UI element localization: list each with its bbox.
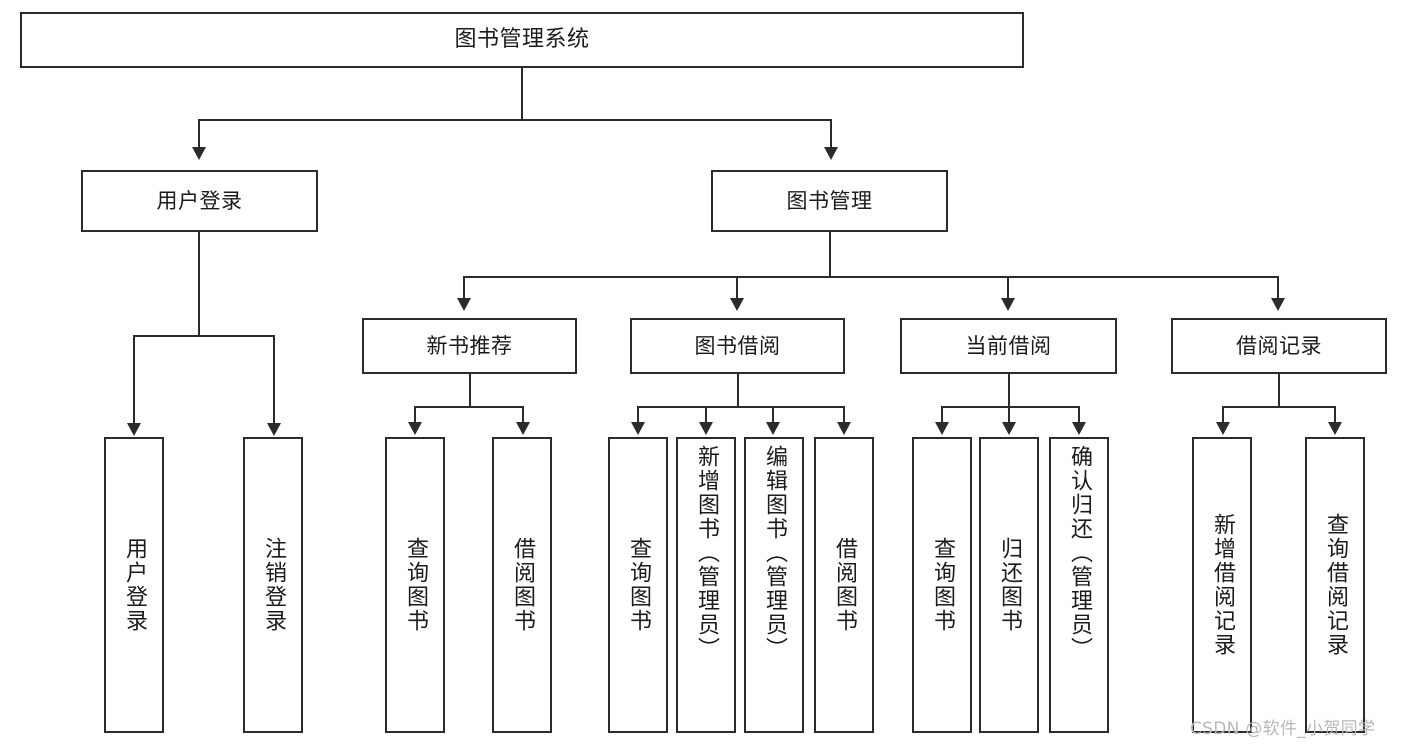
node-current-borrow[interactable]: 当前借阅 bbox=[900, 318, 1117, 374]
node-label: 图书借阅 bbox=[694, 333, 781, 358]
node-label: 借阅记录 bbox=[1236, 333, 1322, 358]
node-label: 确认归还（管理员） bbox=[1066, 445, 1092, 661]
node-leaf-query-book-1[interactable]: 查询图书 bbox=[385, 437, 445, 733]
node-leaf-add-borrow-record[interactable]: 新增借阅记录 bbox=[1192, 437, 1252, 733]
arrow-cb-to-leaf-2 bbox=[1002, 422, 1016, 435]
connector-bb-to-leaf-1 bbox=[637, 406, 639, 424]
node-leaf-borrow-book-1[interactable]: 借阅图书 bbox=[492, 437, 552, 733]
connector-new-book-bus bbox=[414, 406, 524, 408]
connector-borrow-record-bus bbox=[1222, 406, 1336, 408]
node-label: 归还图书 bbox=[996, 537, 1022, 633]
csdn-watermark: CSDN @软件_小贺同学 bbox=[1190, 719, 1376, 739]
node-leaf-logout-login[interactable]: 注销登录 bbox=[243, 437, 303, 733]
node-book-management[interactable]: 图书管理 bbox=[711, 170, 948, 232]
connector-user-login-bus bbox=[133, 335, 275, 337]
node-label: 编辑图书（管理员） bbox=[761, 445, 787, 661]
connector-root-to-user-login bbox=[198, 119, 200, 149]
connector-borrow-record-stem bbox=[1278, 374, 1280, 407]
arrow-bm-to-borrow-record bbox=[1271, 298, 1285, 311]
connector-root-stem bbox=[521, 68, 523, 120]
node-label: 当前借阅 bbox=[965, 333, 1052, 358]
node-leaf-query-book-2[interactable]: 查询图书 bbox=[608, 437, 668, 733]
arrow-cb-to-leaf-3 bbox=[1072, 422, 1086, 435]
connector-user-login-to-leaf-2 bbox=[273, 335, 275, 425]
node-label: 查询图书 bbox=[929, 537, 955, 633]
node-label: 新书推荐 bbox=[426, 333, 513, 358]
connector-bm-to-book-borrow bbox=[736, 276, 738, 300]
node-label: 新增借阅记录 bbox=[1209, 513, 1235, 657]
arrow-user-login-to-leaf-1 bbox=[127, 423, 141, 436]
arrow-bb-to-leaf-4 bbox=[837, 422, 851, 435]
node-book-management-system[interactable]: 图书管理系统 bbox=[20, 12, 1024, 68]
connector-book-management-stem bbox=[829, 232, 831, 277]
connector-bb-to-leaf-2 bbox=[705, 406, 707, 424]
connector-root-to-book-management bbox=[830, 119, 832, 149]
node-leaf-return-book[interactable]: 归还图书 bbox=[979, 437, 1039, 733]
connector-current-borrow-bus bbox=[941, 406, 1080, 408]
node-leaf-edit-book[interactable]: 编辑图书（管理员） bbox=[744, 437, 804, 733]
arrow-new-book-to-leaf-2 bbox=[516, 422, 530, 435]
connector-book-management-bus bbox=[463, 276, 1279, 278]
arrow-user-login-to-leaf-2 bbox=[267, 423, 281, 436]
arrow-bm-to-new-book bbox=[457, 298, 471, 311]
arrow-root-to-book-management bbox=[824, 147, 838, 160]
arrow-br-to-leaf-2 bbox=[1328, 422, 1342, 435]
connector-cb-to-leaf-2 bbox=[1008, 406, 1010, 424]
arrow-new-book-to-leaf-1 bbox=[408, 422, 422, 435]
connector-bb-to-leaf-3 bbox=[772, 406, 774, 424]
arrow-bb-to-leaf-1 bbox=[631, 422, 645, 435]
node-label: 查询图书 bbox=[402, 537, 428, 633]
connector-cb-to-leaf-3 bbox=[1078, 406, 1080, 424]
connector-bb-to-leaf-4 bbox=[843, 406, 845, 424]
connector-cb-to-leaf-1 bbox=[941, 406, 943, 424]
node-label: 查询借阅记录 bbox=[1322, 513, 1348, 657]
node-leaf-user-login[interactable]: 用户登录 bbox=[104, 437, 164, 733]
arrow-bm-to-current-borrow bbox=[1001, 298, 1015, 311]
node-leaf-query-borrow-record[interactable]: 查询借阅记录 bbox=[1305, 437, 1365, 733]
node-leaf-borrow-book-2[interactable]: 借阅图书 bbox=[814, 437, 874, 733]
node-leaf-add-book[interactable]: 新增图书（管理员） bbox=[676, 437, 736, 733]
connector-user-login-to-leaf-1 bbox=[133, 335, 135, 425]
arrow-bb-to-leaf-3 bbox=[766, 422, 780, 435]
node-label: 用户登录 bbox=[121, 537, 147, 633]
connector-bm-to-current-borrow bbox=[1007, 276, 1009, 300]
connector-br-to-leaf-2 bbox=[1334, 406, 1336, 424]
connector-new-book-to-leaf-1 bbox=[414, 406, 416, 424]
connector-user-login-stem bbox=[198, 232, 200, 336]
connector-book-borrow-bus bbox=[637, 406, 845, 408]
node-leaf-confirm-return[interactable]: 确认归还（管理员） bbox=[1049, 437, 1109, 733]
node-label: 图书管理系统 bbox=[454, 27, 590, 53]
node-label: 查询图书 bbox=[625, 537, 651, 633]
connector-root-bus bbox=[198, 119, 832, 121]
node-borrow-record[interactable]: 借阅记录 bbox=[1171, 318, 1387, 374]
connector-current-borrow-stem bbox=[1008, 374, 1010, 407]
node-book-borrow[interactable]: 图书借阅 bbox=[630, 318, 845, 374]
node-label: 注销登录 bbox=[260, 537, 286, 633]
connector-bm-to-new-book bbox=[463, 276, 465, 300]
connector-book-borrow-stem bbox=[737, 374, 739, 407]
arrow-bm-to-book-borrow bbox=[730, 298, 744, 311]
node-user-login[interactable]: 用户登录 bbox=[81, 170, 318, 232]
connector-new-book-stem bbox=[469, 374, 471, 407]
node-label: 借阅图书 bbox=[831, 537, 857, 633]
connector-br-to-leaf-1 bbox=[1222, 406, 1224, 424]
arrow-br-to-leaf-1 bbox=[1216, 422, 1230, 435]
node-label: 用户登录 bbox=[156, 188, 243, 213]
node-label: 新增图书（管理员） bbox=[693, 445, 719, 661]
arrow-bb-to-leaf-2 bbox=[699, 422, 713, 435]
connector-new-book-to-leaf-2 bbox=[522, 406, 524, 424]
node-new-book-recommend[interactable]: 新书推荐 bbox=[362, 318, 577, 374]
node-leaf-query-book-3[interactable]: 查询图书 bbox=[912, 437, 972, 733]
arrow-root-to-user-login bbox=[192, 147, 206, 160]
connector-bm-to-borrow-record bbox=[1277, 276, 1279, 300]
arrow-cb-to-leaf-1 bbox=[935, 422, 949, 435]
node-label: 图书管理 bbox=[786, 188, 873, 213]
node-label: 借阅图书 bbox=[509, 537, 535, 633]
